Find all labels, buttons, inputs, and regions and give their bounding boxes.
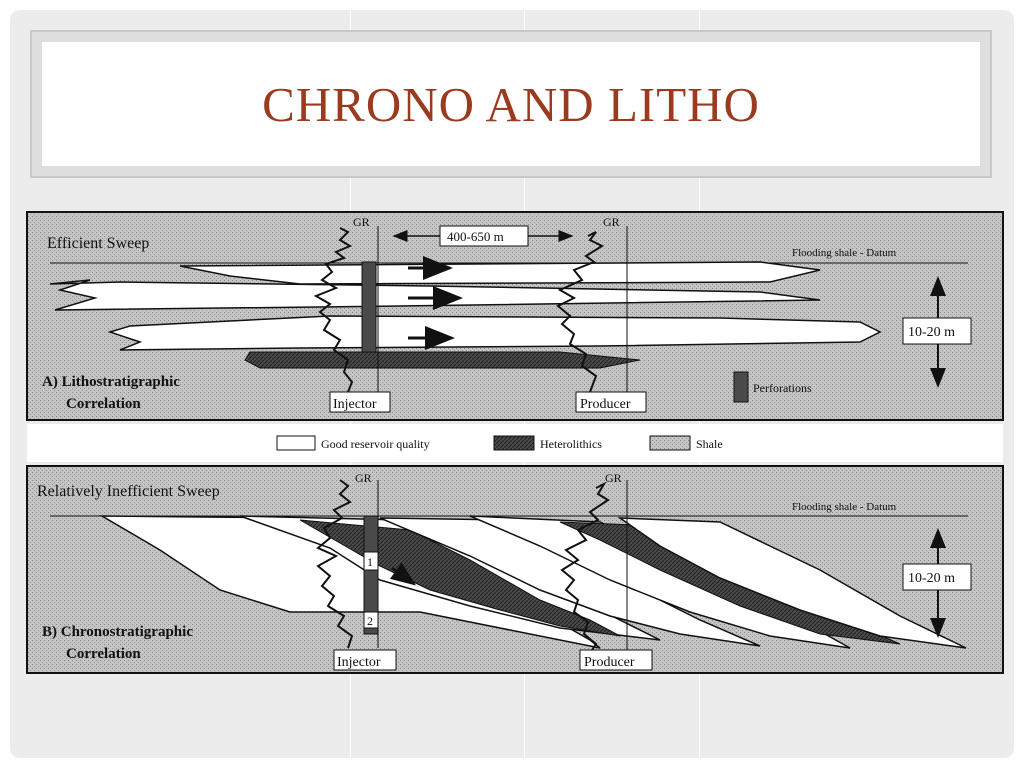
thickness-label-box <box>902 563 972 591</box>
injector-label-box <box>333 649 397 671</box>
perforation-label: 2 <box>367 614 373 628</box>
gr-label: GR <box>353 215 370 229</box>
title-box: CHRONO AND LITHO <box>42 42 980 166</box>
gr-label: GR <box>355 471 372 485</box>
thickness-label-box <box>902 317 972 345</box>
perforation-interval <box>363 515 379 635</box>
panel-b-heading: Relatively Inefficient Sweep <box>37 483 220 500</box>
panel-a-frame <box>26 211 1004 421</box>
reservoir-layer <box>107 315 882 351</box>
producer-label-box <box>575 391 647 413</box>
gamma-ray-log <box>316 479 354 649</box>
legend: Good reservoir quality Heterolithics Sha… <box>27 424 1003 462</box>
gamma-ray-log <box>560 481 610 651</box>
slide-title: CHRONO AND LITHO <box>262 76 760 132</box>
thickness-label: 10-20 m <box>908 325 955 340</box>
legend-swatch-good <box>276 435 316 451</box>
gr-label: GR <box>605 471 622 485</box>
legend-label: Shale <box>696 437 723 451</box>
gamma-ray-log <box>556 231 605 393</box>
producer-label: Producer <box>580 397 631 412</box>
legend-label: Good reservoir quality <box>321 437 430 451</box>
injector-label-box <box>329 391 391 413</box>
panel-b-label: B) Chronostratigraphic <box>42 624 193 640</box>
legend-swatch-heterolithics <box>493 435 535 451</box>
reservoir-layer <box>179 261 821 285</box>
gamma-ray-log <box>313 227 354 393</box>
panel-a-heading: Efficient Sweep <box>47 235 149 252</box>
injector-label: Injector <box>337 655 381 670</box>
perforation-interval <box>361 261 377 353</box>
panel-b-label: Correlation <box>66 646 141 662</box>
spacing-label: 400-650 m <box>447 229 504 244</box>
heterolithic-layer <box>244 351 641 369</box>
producer-label-box <box>579 649 653 671</box>
datum-label: Flooding shale - Datum <box>792 501 897 513</box>
panel-a-label: Correlation <box>66 396 141 412</box>
flow-arrow <box>389 562 417 586</box>
injector-label: Injector <box>333 397 377 412</box>
spacing-label-box <box>439 225 529 247</box>
perforation-marker-1 <box>363 551 379 571</box>
datum-label: Flooding shale - Datum <box>792 247 897 259</box>
perforations-label: Perforations <box>753 381 812 395</box>
legend-label: Heterolithics <box>540 437 602 451</box>
legend-swatch-shale <box>649 435 691 451</box>
panel-a-label: A) Lithostratigraphic <box>42 374 180 390</box>
perforation-label: 1 <box>367 555 373 569</box>
clinoform-bed <box>617 517 967 649</box>
producer-label: Producer <box>584 655 635 670</box>
panel-b: Relatively Inefficient Sweep GR GR Flood… <box>26 465 1004 674</box>
perforations-legend-swatch <box>733 371 749 403</box>
thickness-label: 10-20 m <box>908 571 955 586</box>
gr-label: GR <box>603 215 620 229</box>
panel-a: Efficient Sweep GR GR 400-650 m Flooding… <box>26 211 1004 421</box>
perforation-marker-2 <box>363 611 379 629</box>
